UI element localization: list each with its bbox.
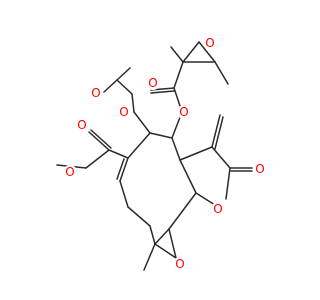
bond — [131, 93, 135, 113]
bond — [149, 132, 173, 139]
bond — [225, 167, 231, 200]
methyl-ester-oxygen: O — [63, 165, 77, 179]
bond — [150, 90, 175, 94]
acetate-carbonyl-oxygen: O — [89, 86, 103, 100]
atom-background — [253, 162, 267, 176]
oxygen-atom-label: O — [205, 36, 214, 50]
bond — [143, 243, 156, 271]
bond — [168, 192, 197, 230]
bond — [214, 116, 224, 150]
bond — [127, 132, 151, 159]
bond — [182, 41, 200, 63]
atom-background — [173, 257, 187, 271]
bond — [214, 61, 229, 85]
bond — [108, 149, 129, 159]
atom-background — [211, 202, 225, 216]
epoxide-oxygen-top: O — [203, 36, 217, 50]
lactone-carbonyl-oxygen: O — [253, 162, 267, 176]
atom-background — [117, 105, 131, 119]
bond — [133, 111, 151, 134]
bond — [116, 67, 131, 81]
oxygen-atom-label: O — [179, 105, 188, 119]
bond — [116, 158, 125, 180]
atom-background — [63, 165, 77, 179]
bond — [85, 149, 110, 169]
oxygen-atom-label: O — [119, 105, 128, 119]
oxygen-atom-label: O — [213, 202, 222, 216]
bond — [119, 157, 129, 182]
ester-carbonyl-oxygen: O — [146, 76, 160, 90]
methyl-ester-carbonyl-oxygen: O — [75, 118, 89, 132]
bond — [149, 225, 156, 245]
atom-background — [89, 86, 103, 100]
bond — [90, 129, 112, 149]
molecule-structure-diagram: O O O O O O O — [56, 36, 267, 271]
bond — [173, 61, 184, 89]
oxygen-atom-label: O — [65, 165, 74, 179]
oxygen-atom-label: O — [91, 86, 100, 100]
epoxide-oxygen-bottom: O — [173, 257, 187, 271]
atom-background — [146, 76, 160, 90]
oxygen-atom-label: O — [148, 76, 157, 90]
atom-label-layer: O O O O O O O — [63, 36, 267, 271]
bond — [171, 137, 181, 161]
atom-background — [75, 118, 89, 132]
bond — [170, 46, 184, 63]
bond — [168, 228, 177, 259]
bond — [88, 131, 110, 151]
oxygen-atom-label: O — [175, 257, 184, 271]
acetate-ester-oxygen: O — [117, 105, 131, 119]
bond — [195, 192, 216, 206]
bond — [198, 41, 216, 63]
molecule-canvas: O O O O O O O — [56, 36, 267, 271]
bond — [154, 243, 177, 259]
bond — [179, 159, 197, 194]
atom-background — [203, 36, 217, 50]
ester-linking-oxygen: O — [177, 105, 191, 119]
bond — [154, 228, 170, 245]
bond — [179, 146, 213, 161]
bond — [103, 79, 118, 93]
atom-background — [177, 105, 191, 119]
bond — [211, 146, 231, 169]
oxygen-atom-label: O — [255, 162, 264, 176]
bond — [127, 206, 151, 227]
bond-layer — [56, 41, 253, 271]
oxygen-atom-label: O — [77, 118, 86, 132]
bond — [211, 114, 221, 148]
bond — [116, 79, 133, 95]
lactone-ring-oxygen: O — [211, 202, 225, 216]
bond — [119, 180, 129, 208]
